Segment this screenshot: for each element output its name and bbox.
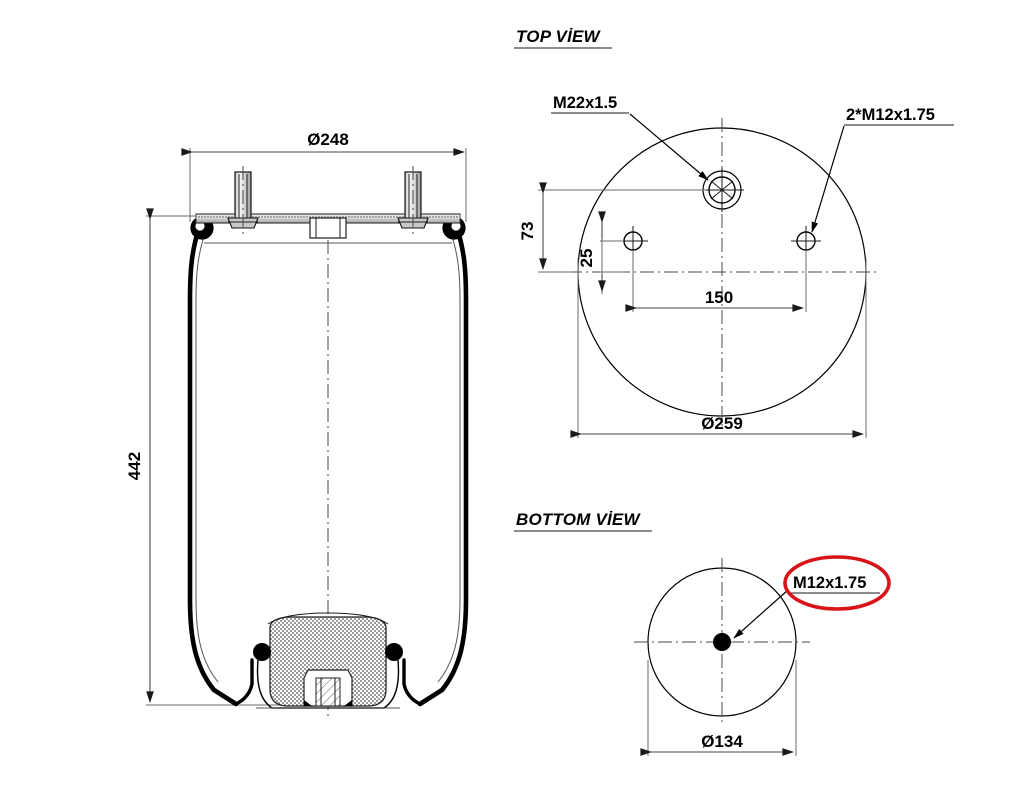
piston-bead-left xyxy=(253,643,271,661)
callout-air-port-thread: M22x1.5 xyxy=(551,94,709,181)
callout-label-air-port: M22x1.5 xyxy=(553,94,617,112)
bottom-view-title: BOTTOM VİEW xyxy=(516,510,641,529)
bellows-right-wall xyxy=(417,225,469,707)
bellows-left-inner-line xyxy=(195,235,219,683)
bottom-view-group: BOTTOM VİEW M12x1.75 Ø134 xyxy=(514,510,891,756)
dimension-label-piston-diameter: Ø134 xyxy=(701,732,743,751)
callout-label-studs: 2*M12x1.75 xyxy=(846,106,935,124)
dimension-label-25: 25 xyxy=(577,249,596,268)
top-view-title: TOP VİEW xyxy=(516,27,602,46)
dimension-outer-diameter-248: Ø248 xyxy=(181,130,467,222)
main-front-view: Ø248 442 xyxy=(125,130,469,716)
dimension-air-port-offset-73: 73 xyxy=(518,182,706,273)
dimension-label-overall-height: 442 xyxy=(125,452,144,480)
piston-top-rim xyxy=(267,612,389,625)
dimension-stud-offset-25: 25 xyxy=(577,211,624,294)
dimension-overall-height-442: 442 xyxy=(125,208,300,706)
bottom-view-center-stud xyxy=(713,633,731,651)
red-highlight-ellipse xyxy=(783,555,891,611)
callout-piston-thread: M12x1.75 xyxy=(733,555,891,639)
callout-stud-thread: 2*M12x1.75 xyxy=(811,106,954,233)
mounting-stud-right xyxy=(397,166,429,236)
dimension-label-outer-diameter: Ø248 xyxy=(307,130,349,149)
top-view-group: TOP VİEW M22x1.5 xyxy=(514,27,954,438)
bellows-left-fold xyxy=(234,658,254,706)
bellows-left-wall xyxy=(187,225,239,707)
callout-leader-studs xyxy=(811,125,845,233)
dimension-label-150: 150 xyxy=(705,288,733,307)
dimension-stud-spacing-150: 150 xyxy=(625,250,807,312)
piston-bead-right xyxy=(385,643,403,661)
dimension-label-73: 73 xyxy=(518,222,537,241)
dimension-piston-diameter-134: Ø134 xyxy=(640,660,797,756)
mounting-stud-left xyxy=(227,166,259,236)
bellows-right-fold xyxy=(402,658,422,706)
piston-center-boss xyxy=(303,669,353,707)
callout-label-piston-thread: M12x1.75 xyxy=(793,574,866,592)
bottom-piston xyxy=(234,612,422,709)
callout-leader-air-port xyxy=(629,113,709,181)
bellows-right-inner-line xyxy=(437,235,461,683)
top-plate-air-port-boss xyxy=(309,217,347,239)
dimension-plate-diameter-259: Ø259 xyxy=(570,258,867,438)
dimension-label-plate-diameter: Ø259 xyxy=(701,414,743,433)
callout-leader-piston-thread xyxy=(733,589,789,639)
